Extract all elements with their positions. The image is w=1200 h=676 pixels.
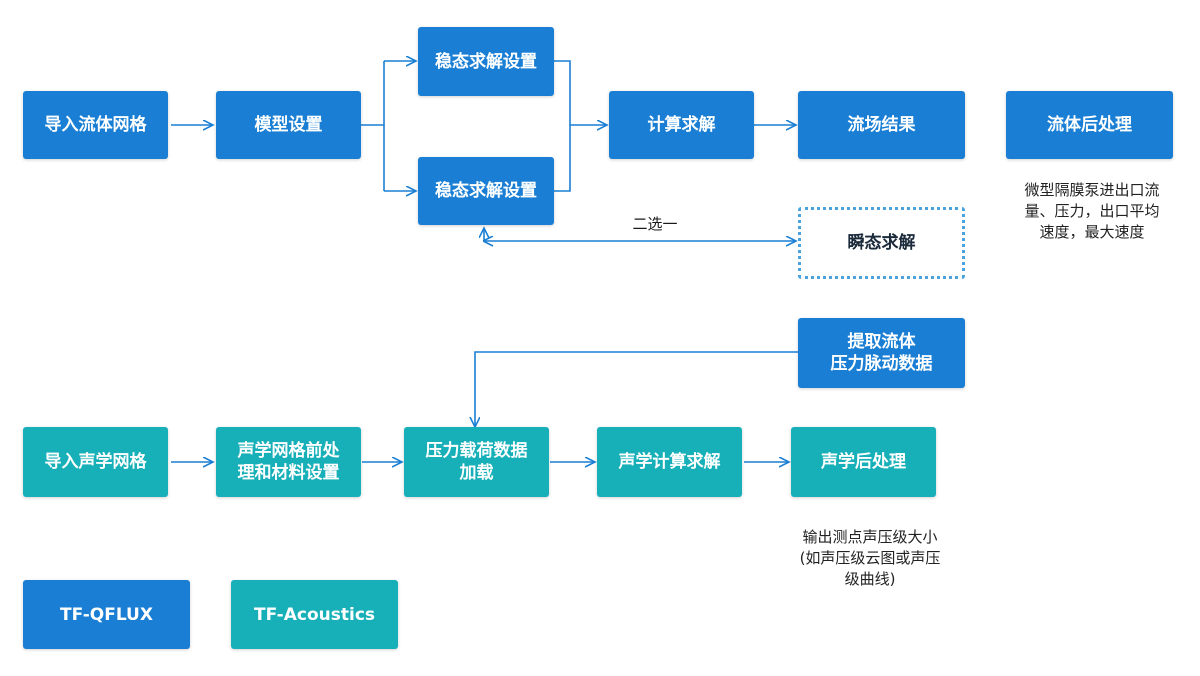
merge-steady-to-compute: [554, 60, 571, 192]
model-setup-box: 模型设置: [216, 91, 361, 159]
legend-acoustics: TF-Acoustics: [231, 580, 398, 649]
extract-pressure-box: 提取流体 压力脉动数据: [798, 318, 965, 388]
flow-result-box: 流场结果: [798, 91, 965, 159]
transient-solve-box: 瞬态求解: [798, 207, 965, 279]
fluid-post-note: 微型隔膜泵进出口流 量、压力，出口平均 速度，最大速度: [1024, 181, 1160, 241]
choose-one-label: 二选一: [632, 215, 678, 233]
compute-box: 计算求解: [609, 91, 754, 159]
legend-qflux: TF-QFLUX: [23, 580, 190, 649]
import-acoustic-mesh-box: 导入声学网格: [23, 427, 168, 497]
acoustic-mesh-preprocess-box: 声学网格前处 理和材料设置: [216, 427, 361, 497]
fluid-post-process-box: 流体后处理: [1006, 91, 1173, 159]
arrow-extract-to-load: [475, 351, 798, 426]
acoustic-post-process-box: 声学后处理: [791, 427, 936, 497]
steady-setup-bottom-box: 稳态求解设置: [418, 157, 554, 225]
pressure-load-box: 压力载荷数据 加载: [404, 427, 549, 497]
import-fluid-mesh-box: 导入流体网格: [23, 91, 168, 159]
branch-model-to-steady: [360, 61, 385, 126]
acoustic-compute-box: 声学计算求解: [597, 427, 742, 497]
steady-setup-top-box: 稳态求解设置: [418, 27, 554, 96]
acoustic-post-note: 输出测点声压级大小 (如声压级云图或声压 级曲线): [799, 528, 941, 588]
